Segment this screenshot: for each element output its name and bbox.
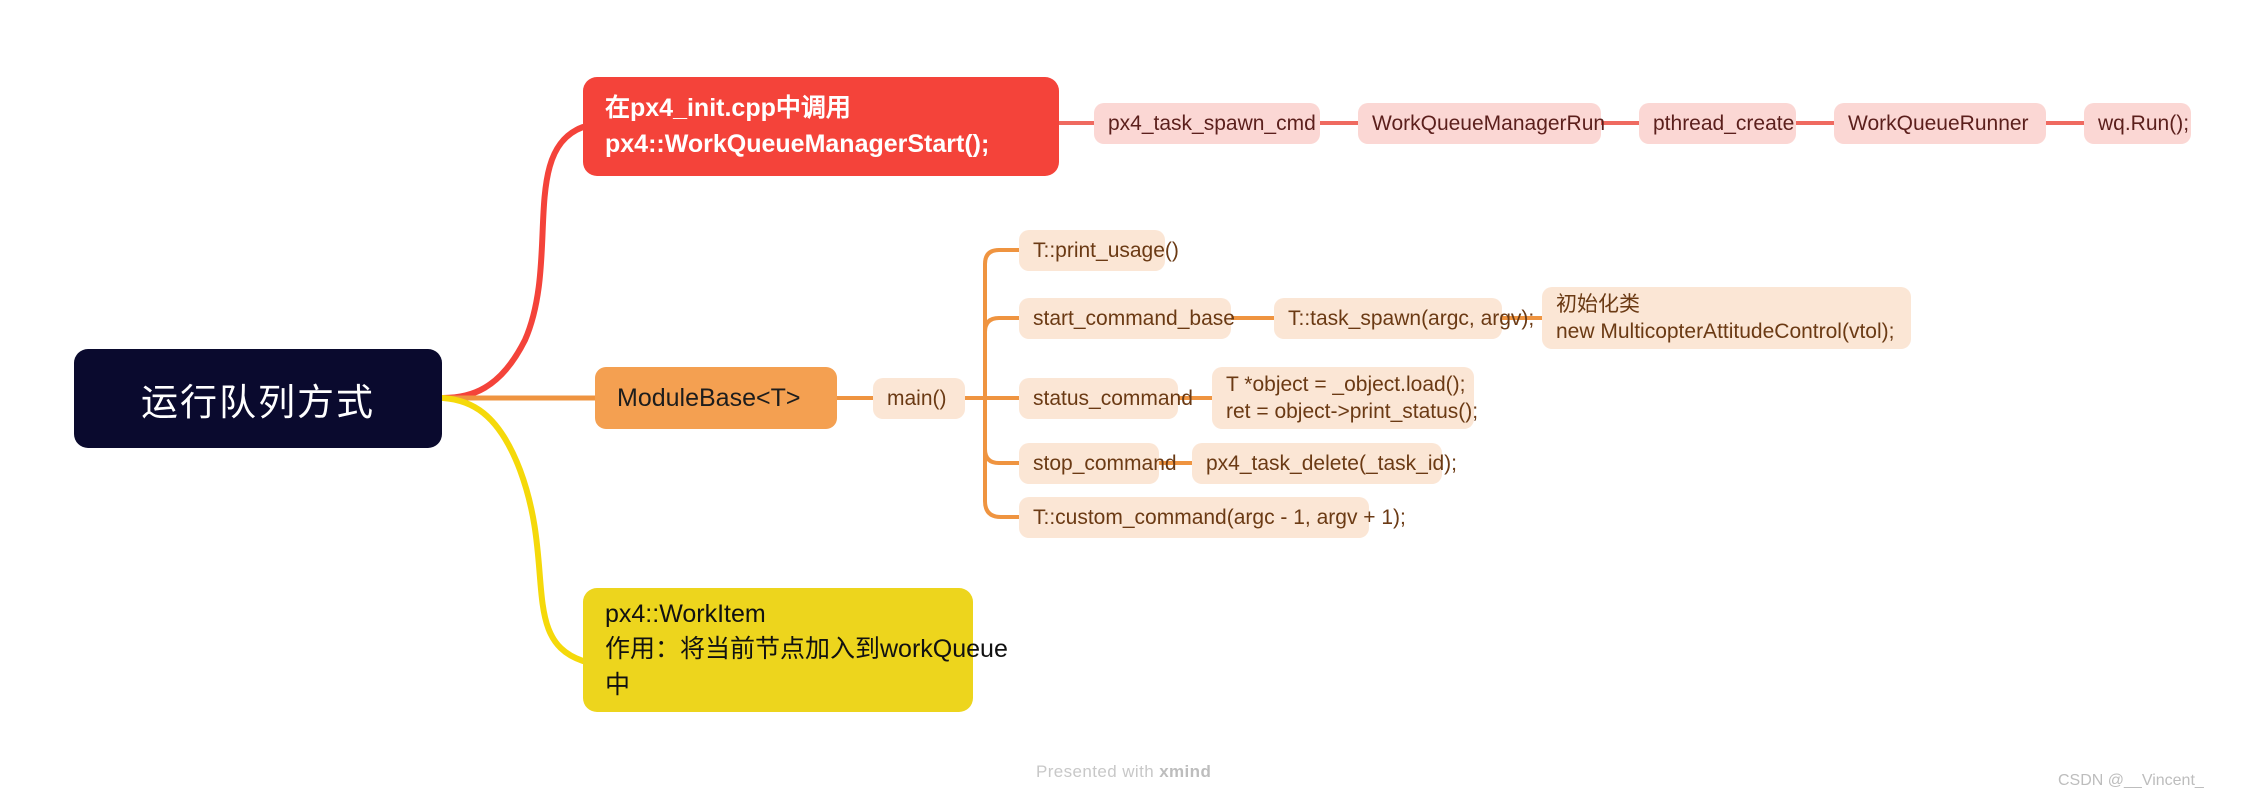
xmind-brand: xmind	[1159, 762, 1212, 781]
branch-node-label: 在px4_init.cpp中调用 px4::WorkQueueManagerSt…	[605, 94, 990, 158]
node-label: WorkQueueManagerRun	[1372, 111, 1606, 135]
wire-spine-child-2	[983, 316, 1021, 400]
csdn-watermark: CSDN @__Vincent_	[2058, 772, 2204, 789]
node-px4-task-delete[interactable]: px4_task_delete(_task_id);	[1192, 443, 1457, 484]
xmind-attribution: Presented with xmind	[1036, 762, 1211, 782]
node-task-spawn[interactable]: T::task_spawn(argc, argv);	[1274, 298, 1535, 339]
wire-spine-child-1	[983, 248, 1021, 400]
xmind-attribution-prefix: Presented with	[1036, 762, 1160, 781]
wire-root-to-yellow	[440, 395, 586, 664]
branch-node-label: px4::WorkItem 作用：将当前节点加入到workQueue 中	[605, 599, 1008, 699]
node-label: T::print_usage()	[1033, 238, 1179, 262]
node-workqueuerunner[interactable]: WorkQueueRunner	[1834, 103, 2046, 144]
node-label: T::custom_command(argc - 1, argv + 1);	[1033, 505, 1406, 529]
branch-node-work-item[interactable]: px4::WorkItem 作用：将当前节点加入到workQueue 中	[583, 588, 1008, 712]
node-label: main()	[887, 386, 947, 410]
wire-spine-child-5	[983, 396, 1021, 519]
node-status-detail[interactable]: T *object = _object.load(); ret = object…	[1212, 367, 1479, 429]
node-label: px4_task_delete(_task_id);	[1206, 451, 1457, 475]
root-node-label: 运行队列方式	[141, 381, 375, 423]
node-start-command-base[interactable]: start_command_base	[1019, 298, 1235, 339]
branch-node-workqueue-manager-start[interactable]: 在px4_init.cpp中调用 px4::WorkQueueManagerSt…	[583, 77, 1059, 176]
wire-spine-child-4	[983, 396, 1021, 465]
branch-node-label: ModuleBase<T>	[617, 383, 801, 412]
wire-root-to-red	[440, 124, 586, 401]
node-print-usage[interactable]: T::print_usage()	[1019, 230, 1179, 271]
node-wq-run[interactable]: wq.Run();	[2084, 103, 2191, 144]
node-px4-task-spawn-cmd[interactable]: px4_task_spawn_cmd	[1094, 103, 1320, 144]
node-label: T *object = _object.load(); ret = object…	[1226, 372, 1479, 423]
node-custom-command[interactable]: T::custom_command(argc - 1, argv + 1);	[1019, 497, 1406, 538]
node-workqueuemanagerrun[interactable]: WorkQueueManagerRun	[1358, 103, 1606, 144]
node-label: 初始化类 new MulticopterAttitudeControl(vtol…	[1556, 292, 1895, 343]
node-pthread-create[interactable]: pthread_create	[1639, 103, 1796, 144]
node-label: WorkQueueRunner	[1848, 111, 2029, 135]
node-init-class[interactable]: 初始化类 new MulticopterAttitudeControl(vtol…	[1542, 287, 1911, 349]
root-node[interactable]: 运行队列方式	[74, 349, 442, 448]
node-label: T::task_spawn(argc, argv);	[1288, 306, 1535, 330]
node-label: pthread_create	[1653, 111, 1795, 135]
node-label: px4_task_spawn_cmd	[1108, 111, 1316, 135]
node-label: wq.Run();	[2098, 111, 2190, 135]
branch-node-module-base[interactable]: ModuleBase<T>	[595, 367, 837, 429]
node-status-command[interactable]: status_command	[1019, 378, 1193, 419]
node-label: status_command	[1033, 386, 1193, 410]
node-main[interactable]: main()	[873, 378, 965, 419]
node-stop-command[interactable]: stop_command	[1019, 443, 1177, 484]
node-label: start_command_base	[1033, 306, 1235, 330]
node-label: stop_command	[1033, 451, 1177, 475]
